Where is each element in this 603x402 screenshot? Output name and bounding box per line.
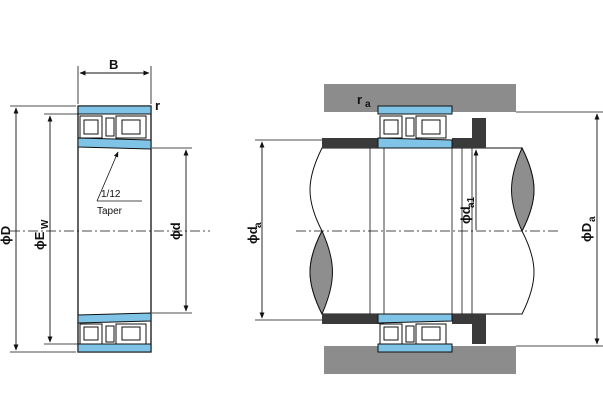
dim-d-outer-label: ϕD	[0, 226, 13, 245]
dim-Da-sub: a	[587, 216, 598, 222]
outer-ring-top	[377, 105, 453, 115]
outer-ring-bottom	[377, 343, 453, 353]
mounted-bearing-bottom	[377, 313, 453, 353]
dim-ew-label: ϕE W	[32, 219, 51, 250]
top-ring	[77, 105, 152, 150]
inner-ring-bottom	[377, 313, 453, 324]
locknut-top	[452, 118, 486, 148]
locknut-bottom	[452, 314, 486, 344]
cage	[105, 325, 115, 343]
sleeve-bottom-left	[322, 314, 384, 324]
right-mounting: r a ϕd a ϕd a1 ϕD a	[245, 84, 603, 374]
cage	[405, 325, 415, 343]
roller-inner	[121, 326, 141, 341]
roller-inner	[383, 119, 399, 135]
inner-ring-top	[77, 137, 152, 150]
dim-da1-label: ϕd a1	[458, 196, 477, 224]
left-bearing: B r ϕD ϕE W ϕd 1/12 Taper	[0, 57, 210, 353]
dim-bore-label: ϕd	[168, 222, 183, 240]
cage	[105, 117, 115, 137]
dim-Da-main: ϕD	[579, 223, 594, 242]
corner-r-label: r	[155, 98, 160, 113]
mounted-bearing-top	[377, 105, 453, 149]
taper-word: Taper	[97, 206, 123, 217]
dim-ew-sub: W	[40, 219, 51, 229]
cage	[405, 117, 415, 137]
dim-da1-sub: a1	[466, 196, 477, 208]
roller-inner	[421, 119, 441, 135]
sleeve-top-left	[322, 138, 384, 148]
taper-ratio: 1/12	[101, 189, 121, 200]
dim-ew-main: ϕE	[32, 231, 47, 250]
outer-ring-top	[77, 105, 152, 115]
fillet-label: r a	[357, 92, 371, 110]
dim-da-main: ϕd	[245, 226, 260, 244]
roller-inner	[83, 119, 99, 135]
fillet-main: r	[357, 92, 362, 107]
bottom-ring	[77, 312, 152, 353]
inner-ring-bottom	[77, 312, 152, 324]
dim-da-sub: a	[253, 222, 264, 228]
fillet-sub: a	[365, 99, 371, 110]
roller-inner	[121, 119, 141, 135]
outer-ring-bottom	[77, 343, 152, 353]
taper-leader	[96, 151, 119, 202]
roller-inner	[83, 326, 99, 341]
dim-da-label: ϕd a	[245, 222, 264, 244]
roller-inner	[383, 326, 399, 341]
roller-inner	[421, 326, 441, 341]
inner-ring-top	[377, 137, 453, 149]
dim-Da-label: ϕD a	[579, 216, 598, 242]
dim-b-label: B	[109, 57, 118, 72]
dim-da1-main: ϕd	[458, 206, 473, 224]
